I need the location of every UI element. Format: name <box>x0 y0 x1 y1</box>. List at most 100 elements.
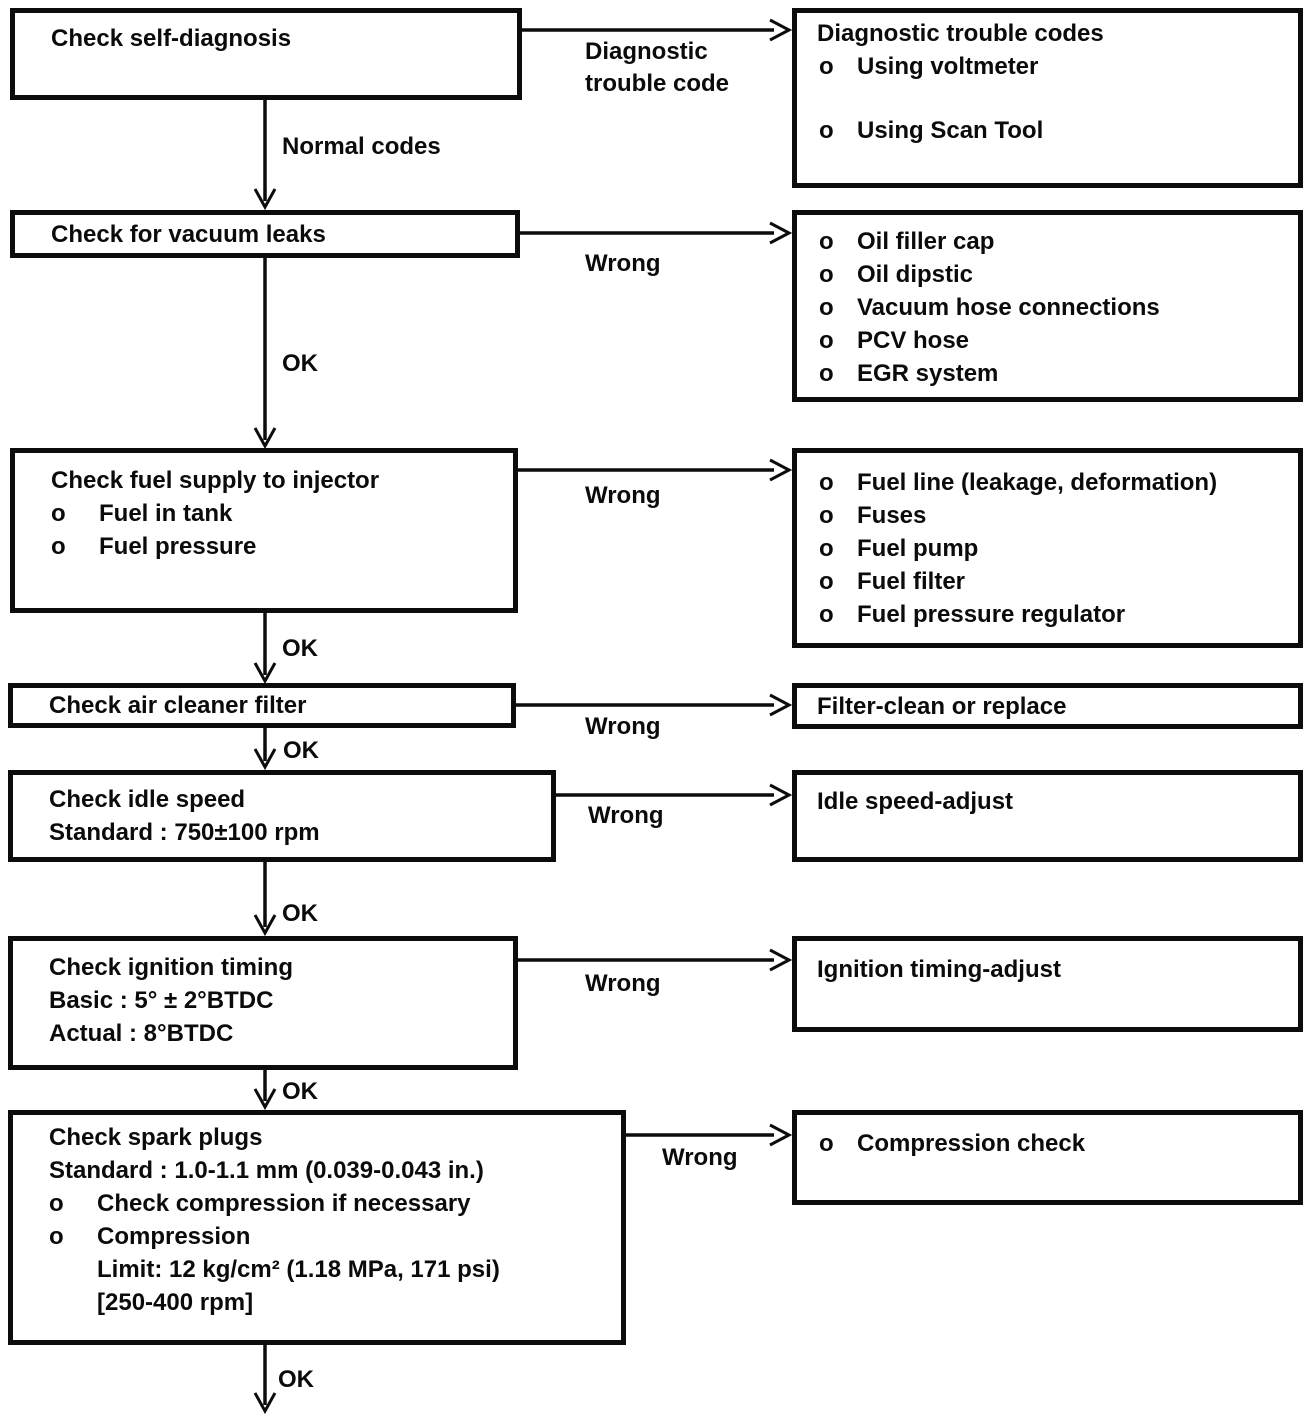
step-check-vacuum-leaks: Check for vacuum leaks <box>10 210 520 258</box>
result-title: Ignition timing-adjust <box>817 956 1061 983</box>
bullet-marker: o <box>819 327 834 354</box>
arrow-right-idle <box>556 783 793 807</box>
branch-label-diagnostic-trouble-code: Diagnostic trouble code <box>585 38 730 97</box>
step-title: Check air cleaner filter <box>49 692 307 719</box>
result-title: Idle speed-adjust <box>817 788 1014 815</box>
result-bullet: o Fuel pump <box>797 532 1298 565</box>
arrow-right-ignition <box>518 948 793 972</box>
result-bullet: o Fuel line (leakage, deformation) <box>797 466 1298 499</box>
result-bullet: o Fuel filter <box>797 565 1298 598</box>
result-bullet: o Using voltmeter <box>797 50 1298 83</box>
bullet-marker: o <box>819 502 834 529</box>
branch-label-ok: OK <box>282 1078 318 1105</box>
step-title: Check spark plugs <box>49 1124 263 1151</box>
result-vacuum-leak-items: o Oil filler cap o Oil dipstic o Vacuum … <box>792 210 1303 402</box>
arrow-right-filter <box>516 693 793 717</box>
bullet-marker: o <box>819 228 834 255</box>
result-idle-speed-adjust: Idle speed-adjust <box>792 770 1303 862</box>
step-title: Check fuel supply to injector <box>51 467 380 494</box>
bullet-marker: o <box>51 500 66 527</box>
arrow-down-ok-1 <box>253 258 277 450</box>
bullet-text: Fuel in tank <box>99 500 233 527</box>
bullet-text: EGR system <box>857 360 999 387</box>
step-subline: Limit: 12 kg/cm² (1.18 MPa, 171 psi) <box>97 1256 500 1283</box>
result-filter-clean: Filter-clean or replace <box>792 683 1303 729</box>
result-bullet: o Fuel pressure regulator <box>797 598 1298 631</box>
result-title: Diagnostic trouble codes <box>817 20 1104 47</box>
step-check-idle-speed: Check idle speed Standard : 750±100 rpm <box>8 770 556 862</box>
step-check-ignition-timing: Check ignition timing Basic : 5° ± 2°BTD… <box>8 936 518 1070</box>
bullet-marker: o <box>819 568 834 595</box>
arrow-down-ok-3 <box>253 728 277 771</box>
bullet-text: Check compression if necessary <box>97 1190 471 1217</box>
bullet-marker: o <box>819 535 834 562</box>
arrow-down-ok-6 <box>253 1345 277 1415</box>
result-bullet: o EGR system <box>797 357 1298 390</box>
bullet-text: Compression check <box>857 1130 1086 1157</box>
branch-label-wrong: Wrong <box>585 250 661 277</box>
result-diagnostic-trouble-codes: Diagnostic trouble codes o Using voltmet… <box>792 8 1303 188</box>
bullet-marker: o <box>819 294 834 321</box>
bullet-text: Using voltmeter <box>857 53 1039 80</box>
arrow-down-normal-codes <box>253 100 277 211</box>
step-bullet: o Fuel pressure <box>15 530 513 563</box>
result-bullet: o Fuses <box>797 499 1298 532</box>
result-ignition-timing-adjust: Ignition timing-adjust <box>792 936 1303 1032</box>
branch-label-ok: OK <box>283 737 319 764</box>
branch-label-wrong: Wrong <box>585 970 661 997</box>
result-bullet: o Oil filler cap <box>797 225 1298 258</box>
bullet-marker: o <box>819 261 834 288</box>
step-title: Check ignition timing <box>49 954 293 981</box>
bullet-text: Fuses <box>857 502 927 529</box>
branch-label-wrong: Wrong <box>585 713 661 740</box>
step-check-spark-plugs: Check spark plugs Standard : 1.0-1.1 mm … <box>8 1110 626 1345</box>
bullet-marker: o <box>49 1223 64 1250</box>
result-bullet: o Compression check <box>797 1127 1298 1160</box>
bullet-text: Fuel pressure <box>99 533 257 560</box>
arrow-down-ok-2 <box>253 613 277 685</box>
step-check-air-cleaner: Check air cleaner filter <box>8 683 516 728</box>
bullet-text: Vacuum hose connections <box>857 294 1160 321</box>
step-subline: [250-400 rpm] <box>97 1289 254 1316</box>
step-bullet: o Fuel in tank <box>15 497 513 530</box>
bullet-text: PCV hose <box>857 327 970 354</box>
step-line: Standard : 1.0-1.1 mm (0.039-0.043 in.) <box>49 1157 484 1184</box>
bullet-text: Fuel pressure regulator <box>857 601 1126 628</box>
branch-label-wrong: Wrong <box>585 482 661 509</box>
bullet-text: Oil dipstic <box>857 261 974 288</box>
bullet-text: Oil filler cap <box>857 228 995 255</box>
step-check-self-diagnosis: Check self-diagnosis <box>10 8 522 100</box>
bullet-text: Fuel pump <box>857 535 979 562</box>
result-bullet: o PCV hose <box>797 324 1298 357</box>
step-title: Check for vacuum leaks <box>51 220 326 248</box>
bullet-marker: o <box>49 1190 64 1217</box>
branch-label-ok: OK <box>282 900 318 927</box>
arrow-right-diagnostic <box>522 18 793 42</box>
arrow-down-ok-4 <box>253 862 277 937</box>
result-bullet: o Oil dipstic <box>797 258 1298 291</box>
branch-label-ok: OK <box>282 350 318 377</box>
branch-label-ok: OK <box>278 1366 314 1393</box>
bullet-text: Fuel line (leakage, deformation) <box>857 469 1218 496</box>
step-title: Check idle speed <box>49 786 246 813</box>
bullet-marker: o <box>819 53 834 80</box>
step-line: Basic : 5° ± 2°BTDC <box>49 987 274 1014</box>
step-check-fuel-supply: Check fuel supply to injector o Fuel in … <box>10 448 518 613</box>
bullet-text: Fuel filter <box>857 568 966 595</box>
branch-label-normal-codes: Normal codes <box>282 133 441 160</box>
bullet-marker: o <box>819 601 834 628</box>
arrow-right-vacuum <box>520 221 793 245</box>
arrow-down-ok-5 <box>253 1070 277 1111</box>
branch-label-ok: OK <box>282 635 318 662</box>
bullet-text: Using Scan Tool <box>857 117 1044 144</box>
step-line: Actual : 8°BTDC <box>49 1020 234 1047</box>
step-title: Check self-diagnosis <box>51 25 292 52</box>
result-fuel-supply-items: o Fuel line (leakage, deformation) o Fus… <box>792 448 1303 648</box>
step-bullet: o Check compression if necessary <box>13 1187 621 1220</box>
result-bullet: o Vacuum hose connections <box>797 291 1298 324</box>
arrow-right-spark <box>626 1123 793 1147</box>
bullet-marker: o <box>819 1130 834 1157</box>
bullet-marker: o <box>819 117 834 144</box>
